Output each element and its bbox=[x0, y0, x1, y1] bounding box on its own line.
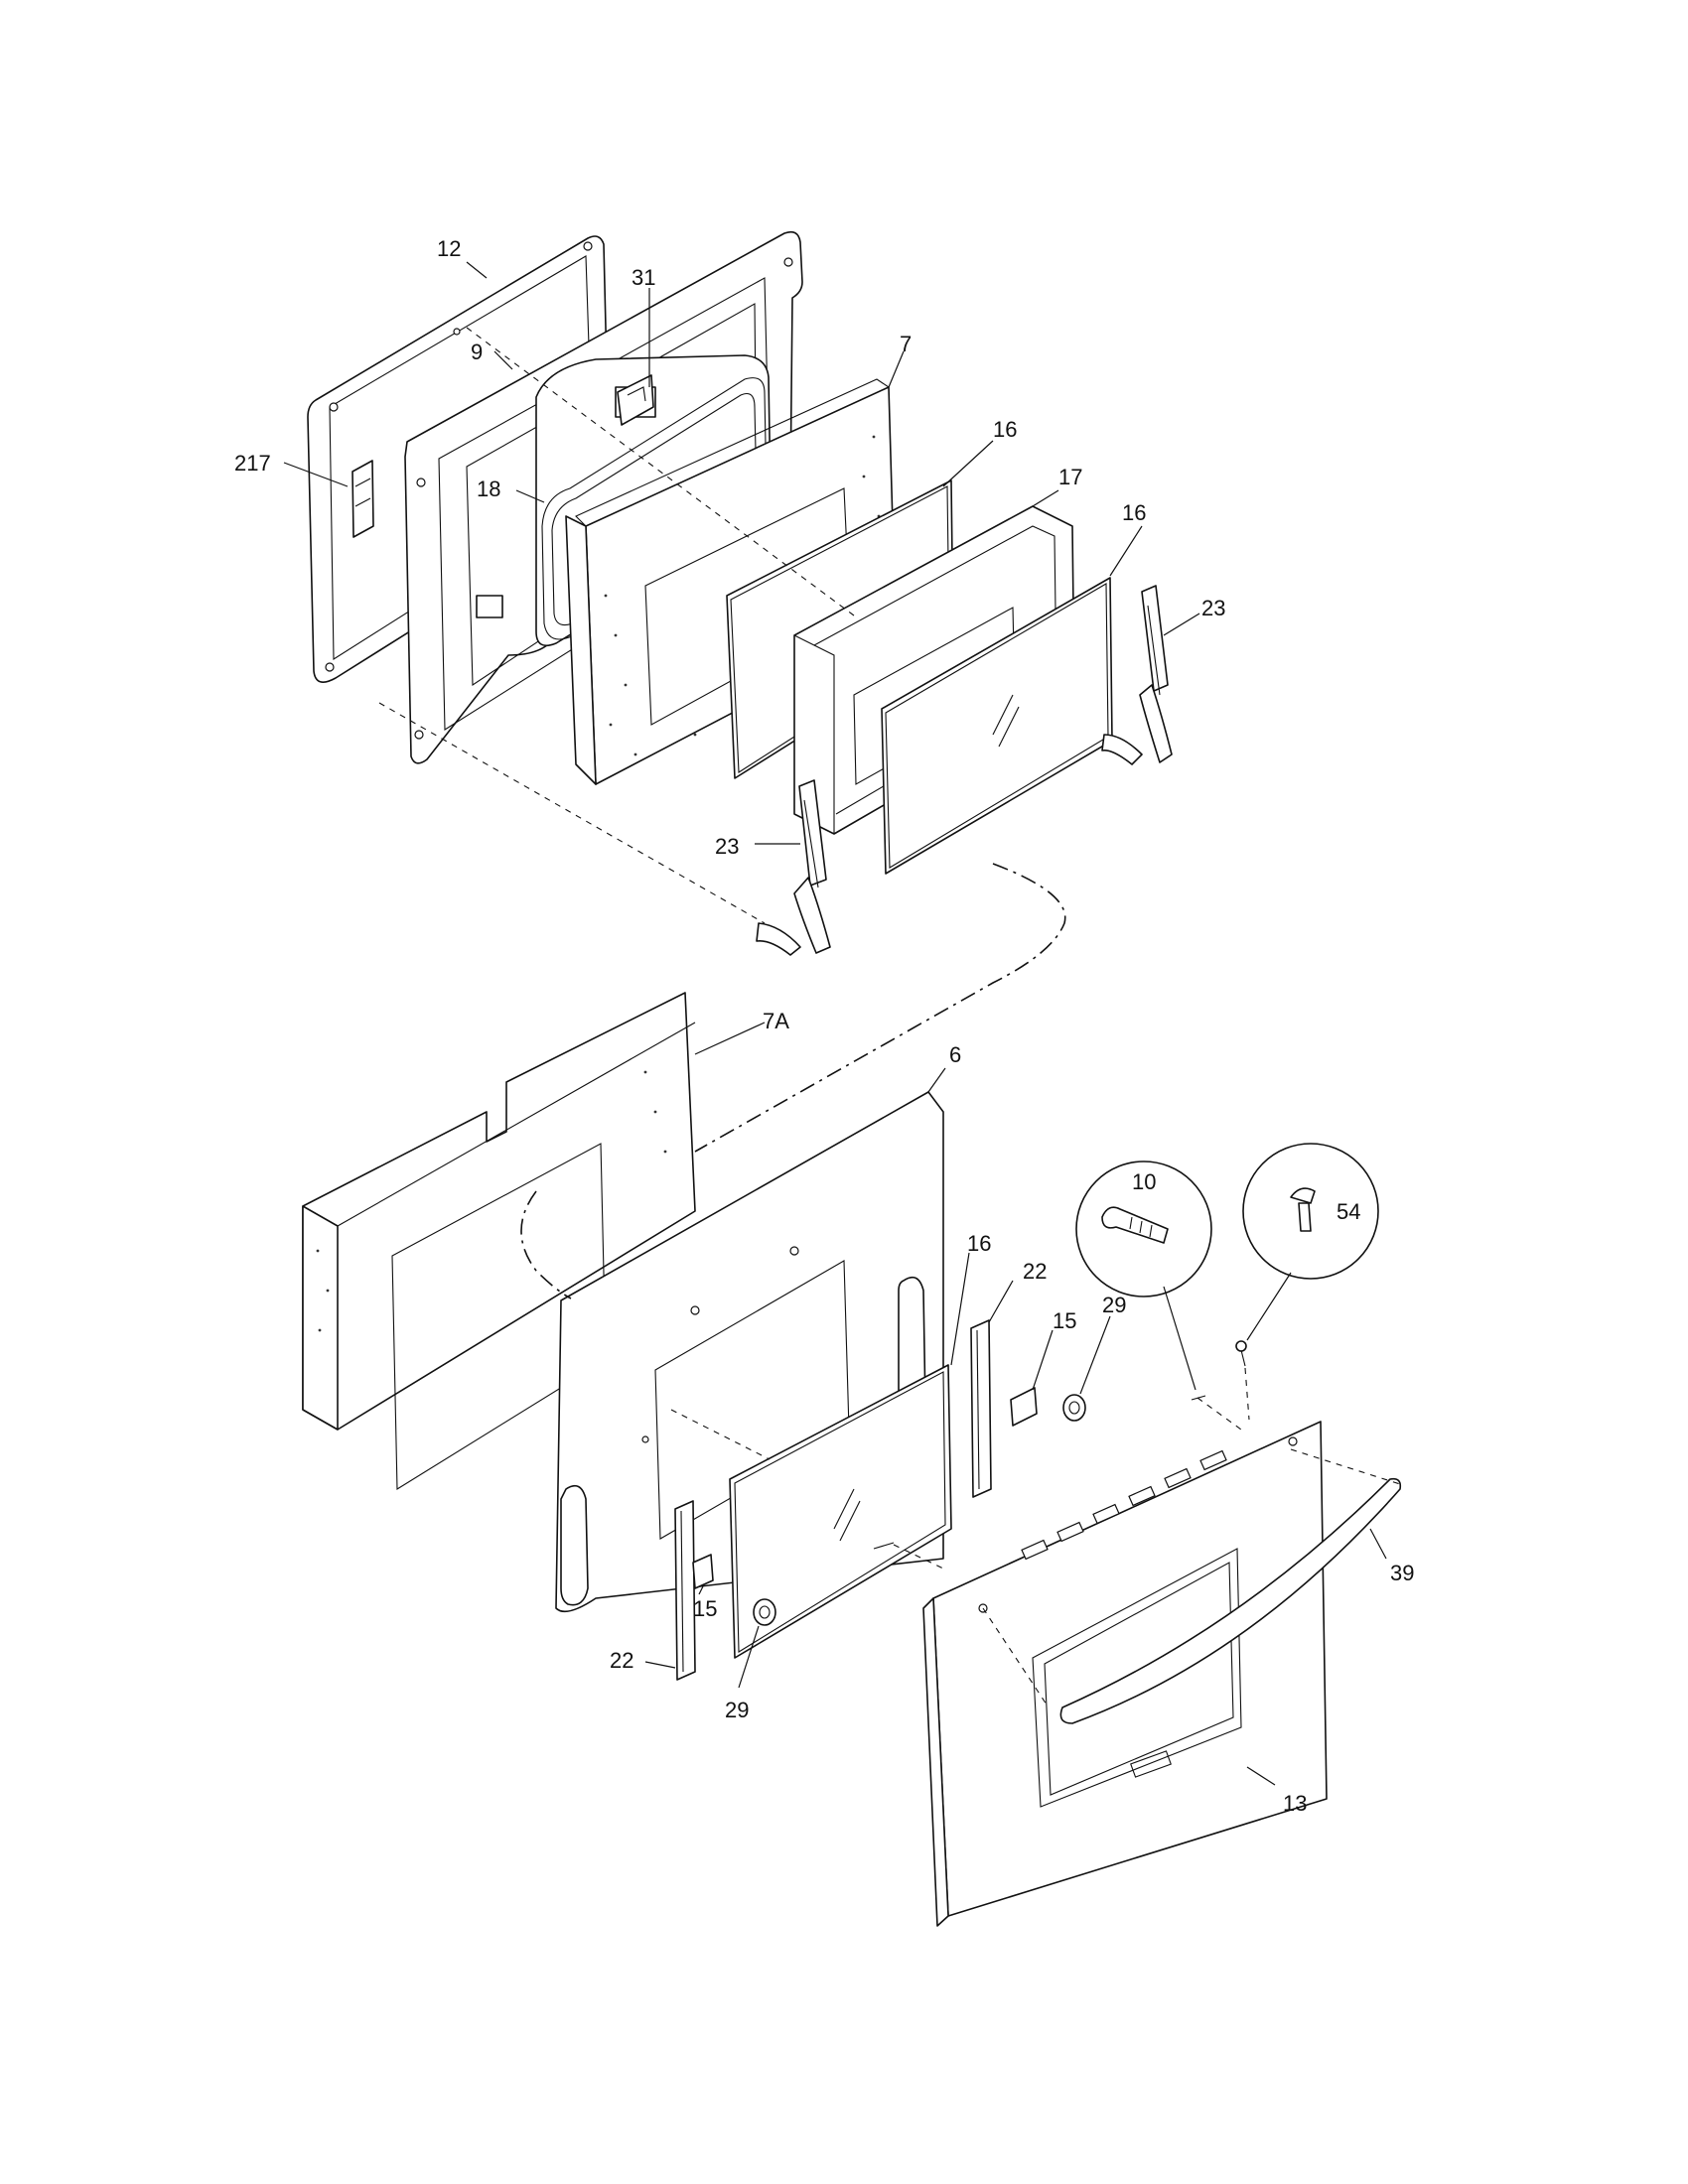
callout-13: 13 bbox=[1283, 1791, 1307, 1816]
part-23-hinge-left bbox=[756, 779, 831, 956]
lower-guide-lines bbox=[520, 1190, 1401, 1708]
callout-31: 31 bbox=[632, 265, 655, 290]
callout-22-left: 22 bbox=[610, 1648, 633, 1673]
part-7-insulation bbox=[565, 378, 897, 785]
part-16-glass-lower bbox=[729, 1364, 952, 1659]
callout-23-left: 23 bbox=[715, 834, 739, 859]
callout-16-upper-left: 16 bbox=[993, 417, 1017, 442]
callout-16-lower: 16 bbox=[967, 1231, 991, 1256]
callout-39: 39 bbox=[1390, 1561, 1414, 1585]
leader-lines bbox=[283, 261, 1387, 1786]
callout-12: 12 bbox=[437, 236, 461, 261]
callout-29-right: 29 bbox=[1102, 1293, 1126, 1317]
detail-circle-10 bbox=[1075, 1160, 1212, 1391]
part-15-clip-right bbox=[1010, 1387, 1038, 1427]
callout-29-left: 29 bbox=[725, 1698, 749, 1722]
callout-7: 7 bbox=[900, 332, 912, 356]
control-slots bbox=[1021, 1449, 1227, 1561]
callout-15-right: 15 bbox=[1053, 1308, 1076, 1333]
callout-9: 9 bbox=[471, 340, 483, 364]
part-23-hinge-right bbox=[1101, 585, 1173, 765]
part-7A-insulation bbox=[302, 992, 696, 1490]
callout-7A: 7A bbox=[763, 1009, 789, 1033]
callout-18: 18 bbox=[477, 477, 500, 501]
callout-22-right: 22 bbox=[1023, 1259, 1047, 1284]
callout-217: 217 bbox=[234, 451, 271, 476]
upper-guide-lines bbox=[378, 327, 1066, 1153]
part-15-clip-left bbox=[692, 1554, 714, 1589]
callout-54: 54 bbox=[1336, 1199, 1360, 1224]
callout-labels: 12 31 9 7 217 18 16 17 16 23 23 7A 6 10 … bbox=[234, 236, 1414, 1816]
detail-circle-54 bbox=[1242, 1143, 1379, 1341]
callout-15-left: 15 bbox=[693, 1596, 717, 1621]
part-29-bumper-right bbox=[1062, 1394, 1086, 1422]
part-29-bumper-left bbox=[753, 1598, 776, 1626]
callout-17: 17 bbox=[1058, 465, 1082, 489]
part-13-outer-door bbox=[922, 1421, 1328, 1927]
part-217-label bbox=[352, 460, 374, 538]
part-22-channel-right bbox=[970, 1319, 992, 1498]
part-22-channel-left bbox=[674, 1500, 696, 1681]
screws bbox=[873, 1340, 1247, 1550]
callout-23-right: 23 bbox=[1201, 596, 1225, 620]
part-31-bracket bbox=[617, 374, 654, 426]
callout-16-upper-right: 16 bbox=[1122, 500, 1146, 525]
callout-6: 6 bbox=[949, 1042, 961, 1067]
part-39-handle bbox=[1059, 1477, 1402, 1724]
callout-10: 10 bbox=[1132, 1169, 1156, 1194]
